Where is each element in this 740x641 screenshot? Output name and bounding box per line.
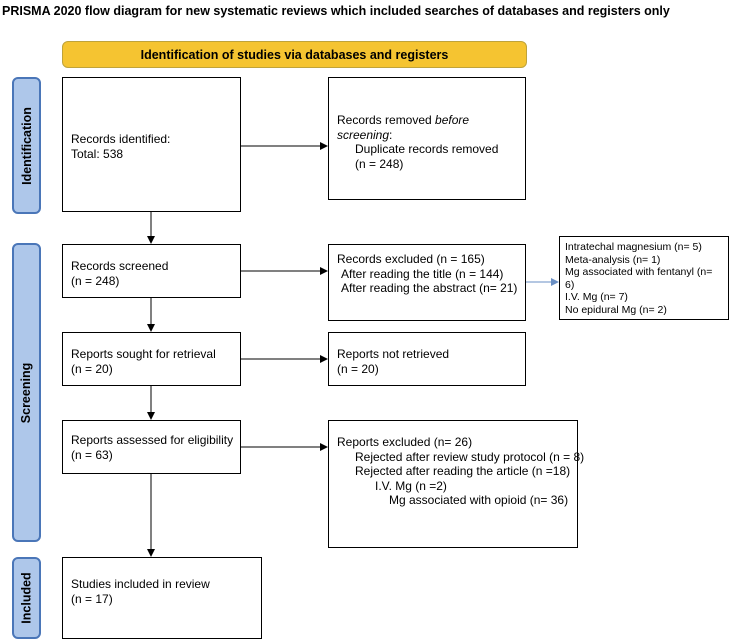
records-screened-count: (n = 248) [71,273,120,288]
detail-intrathecal: Intratechal magnesium (n= 5) [565,241,702,253]
records-identified-label: Records identified: [71,132,171,146]
abstract-exclusion-detail-box: Intratechal magnesium (n= 5) Meta-analys… [559,236,729,320]
duplicate-records-label: Duplicate records removed [355,142,499,156]
identification-banner: Identification of studies via databases … [62,41,527,68]
rejected-iv-mg: I.V. Mg (n =2) [375,478,447,493]
rejected-opioid: Mg associated with opioid (n= 36) [389,493,569,507]
studies-included-count: (n = 17) [71,591,113,606]
reports-excluded-heading: Reports excluded (n= 26) [337,435,473,449]
records-identified-box: Records identified: Total: 538 [62,77,241,212]
detail-no-epidural: No epidural Mg (n= 2) [565,303,667,316]
records-removed-before: before [435,113,470,127]
records-screened-box: Records screened (n = 248) [62,244,241,298]
studies-included-label: Studies included in review [71,577,210,591]
records-screened-label: Records screened [71,259,169,273]
detail-meta-analysis: Meta-analysis (n= 1) [565,253,661,266]
phase-screening: Screening [12,243,41,542]
records-removed-box: Records removed before screening: Duplic… [328,77,526,200]
reports-assessed-label: Reports assessed for eligibility [71,433,234,447]
rejected-article: Rejected after reading the article (n =1… [355,464,571,478]
reports-sought-label: Reports sought for retrieval [71,347,216,361]
studies-included-box: Studies included in review (n = 17) [62,557,262,639]
detail-iv-mg: I.V. Mg (n= 7) [565,291,628,303]
rejected-protocol: Rejected after review study protocol (n … [355,449,585,464]
reports-assessed-count: (n = 63) [71,447,113,462]
records-removed-heading-text: Records removed [337,113,436,127]
records-identified-total: Total: 538 [71,146,124,161]
reports-sought-box: Reports sought for retrieval (n = 20) [62,332,241,386]
reports-assessed-box: Reports assessed for eligibility (n = 63… [62,420,241,474]
records-removed-heading: Records removed before [337,113,517,128]
reports-not-retrieved-box: Reports not retrieved (n = 20) [328,332,526,386]
diagram-title: PRISMA 2020 flow diagram for new systema… [2,4,670,18]
detail-fentanyl: Mg associated with fentanyl (n= [565,266,713,278]
reports-excluded-box: Reports excluded (n= 26) Rejected after … [328,420,585,548]
reports-not-retrieved-label: Reports not retrieved [337,347,450,361]
records-removed-screening-text: screening [337,127,390,142]
records-removed-screening: screening: [337,128,517,143]
records-excluded-box: Records excluded (n = 165) After reading… [328,244,526,321]
reports-sought-count: (n = 20) [71,361,113,376]
records-excluded-heading: Records excluded (n = 165) [337,252,485,266]
reports-not-retrieved-count: (n = 20) [337,361,379,376]
detail-fentanyl-count: 6) [565,278,575,291]
phase-identification: Identification [12,77,41,214]
phase-included: Included [12,557,41,639]
duplicate-records-count: (n = 248) [355,156,404,171]
excluded-title-count: After reading the title (n = 144) [341,266,504,281]
records-removed-colon: : [389,127,393,142]
excluded-abstract-count: After reading the abstract (n= 21) [341,281,518,295]
